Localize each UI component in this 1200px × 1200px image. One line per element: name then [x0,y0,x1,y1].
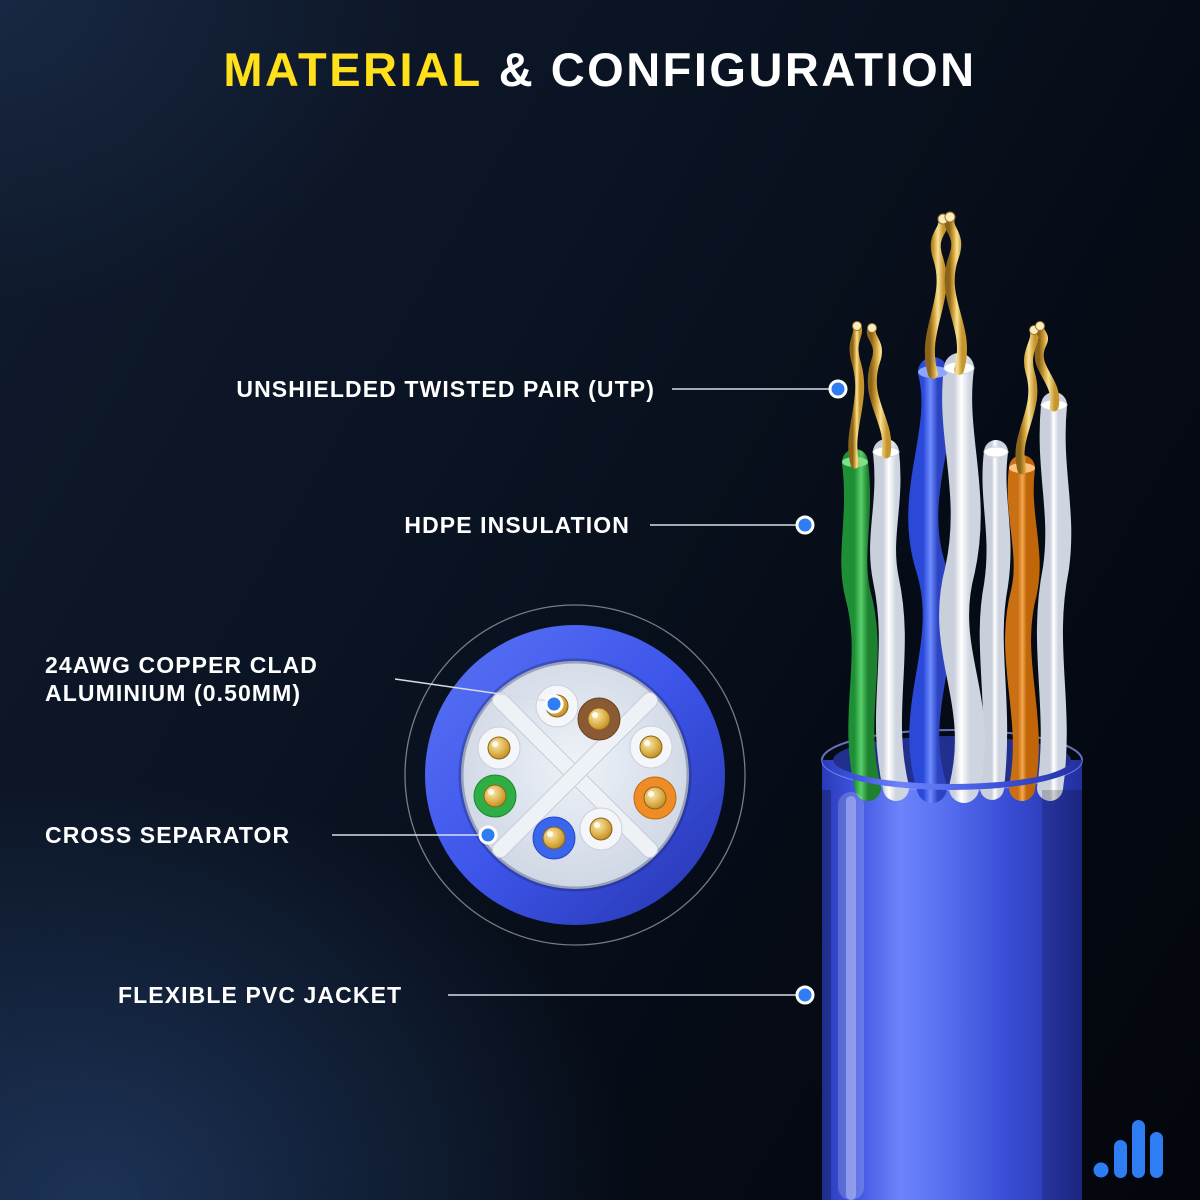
wire-green [473,774,517,818]
pvc-jacket-body [822,760,1082,1200]
jacket-front-rim [822,760,1082,790]
pointer-dot-jacket [795,985,815,1005]
twisted-wire-blue [908,357,953,803]
wire-white-left [477,726,521,770]
callout-copper-label: 24AWG COPPER CLAD ALUMINIUM (0.50MM) [45,651,318,707]
pointer-dots [478,379,848,1005]
callout-hdpe-label: HDPE INSULATION [404,512,630,538]
pointer-dot-utp [828,379,848,399]
wire-orange [633,776,677,820]
pointer-dot-separator [478,825,498,845]
twisted-wire-orange [1005,455,1040,801]
callout-copper-line1: 24AWG COPPER CLAD [45,652,319,678]
leader-line-copper [394,678,550,702]
twisted-wire-green [841,449,881,801]
cross-section-wires [473,684,677,860]
jacket-shading [822,790,1082,1200]
wire-white-bottom [579,807,623,851]
pointer-dot-hdpe [795,515,815,535]
title-highlight: MATERIAL [223,43,483,96]
cable-cutaway [821,211,1083,1200]
wire-brown [577,697,621,741]
page-title: MATERIAL & CONFIGURATION [0,42,1200,97]
twisted-wire-white-right [1036,392,1072,801]
pointer-dot-copper [544,694,564,714]
inset-outline-ring [404,604,746,946]
twisted-wire-white-left [870,439,909,801]
twisted-pairs [841,353,1072,803]
copper-cut-ends [852,211,1045,335]
copper-conductors [848,213,1060,475]
wire-blue [532,816,576,860]
title-rest: & CONFIGURATION [498,43,977,96]
brand-logo-icon [1093,1120,1163,1178]
callout-copper-line2: ALUMINIUM (0.50MM) [45,680,302,706]
twisted-wire-white-back [979,440,1011,800]
wire-white-right [629,725,673,769]
inset-inner-shadow [458,658,692,892]
callout-separator-label: CROSS SEPARATOR [45,822,291,848]
callout-utp-label: UNSHIELDED TWISTED PAIR (UTP) [236,376,655,402]
twisted-wire-white-center [939,353,985,803]
callout-jacket-label: FLEXIBLE PVC JACKET [118,982,403,1008]
cross-section-inset [404,604,746,946]
leader-lines [332,388,830,996]
